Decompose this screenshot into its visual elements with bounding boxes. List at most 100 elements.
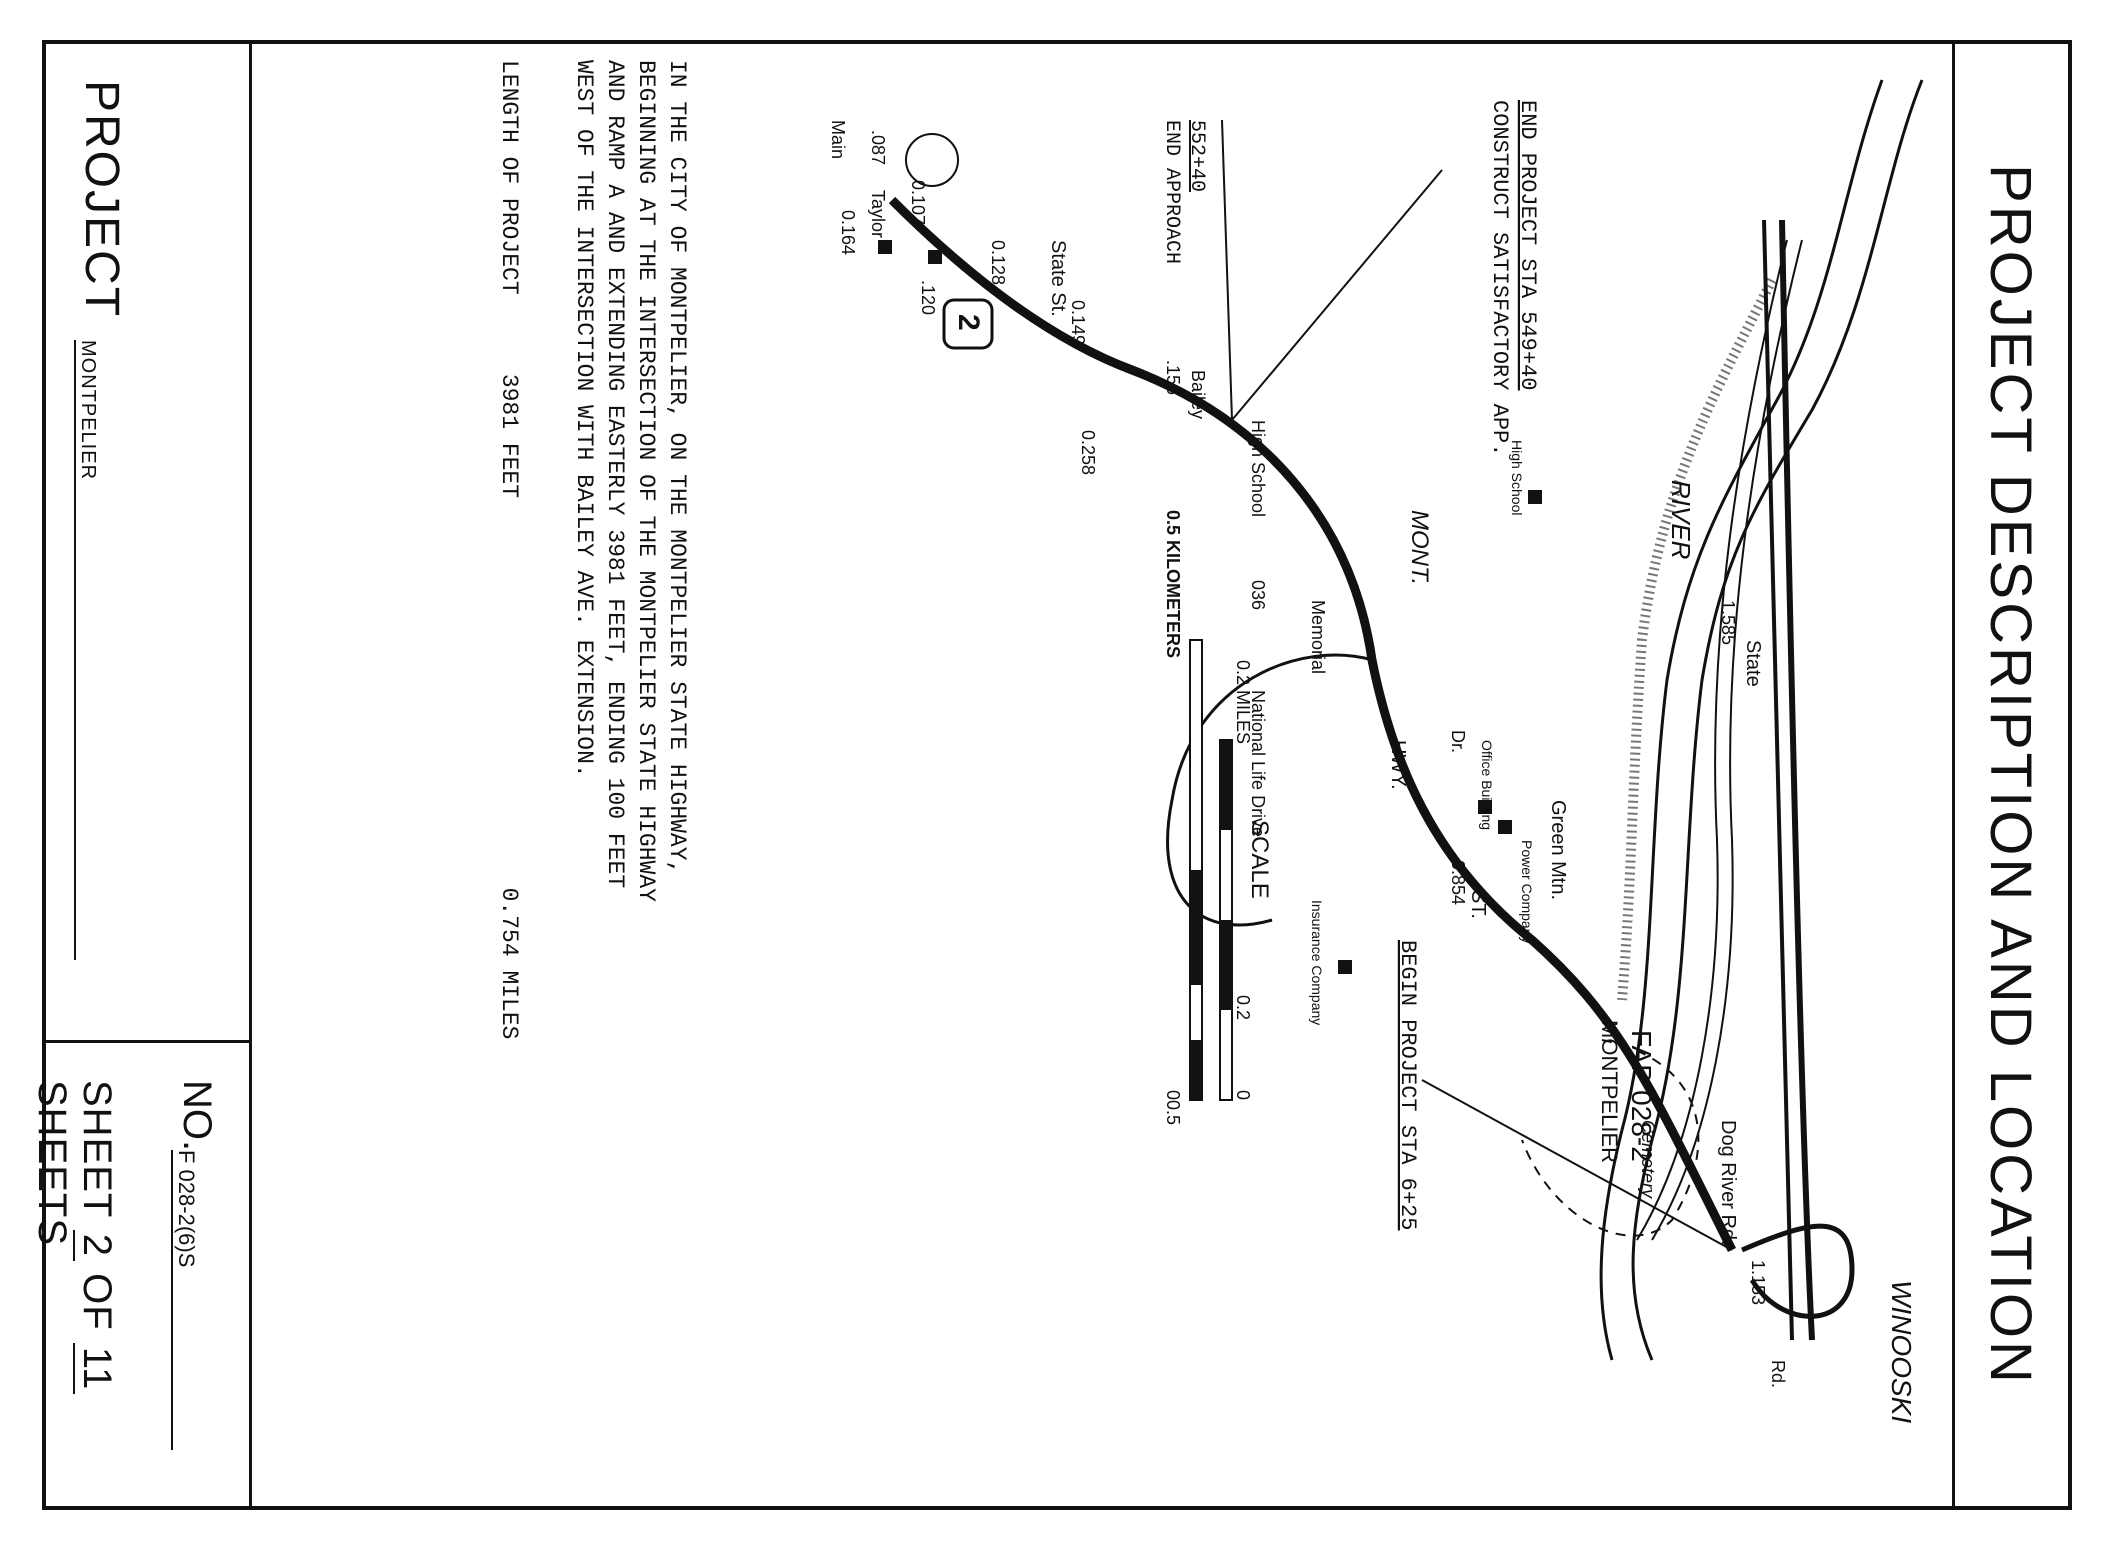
dr-label: Dr. — [1448, 730, 1468, 753]
winooski-river-bank-north — [1631, 79, 1924, 1361]
state-st-label: State St. — [1047, 240, 1069, 317]
milepost: 1.585 — [1718, 600, 1738, 645]
power-company-label: Power Company — [1519, 840, 1535, 944]
milepost: 0.149 — [1068, 300, 1088, 345]
title-block-divider — [43, 1040, 249, 1043]
national-life-drive — [1166, 653, 1373, 927]
length-label: LENGTH OF PROJECT — [496, 60, 522, 295]
north-arrow-circle — [905, 133, 959, 187]
st-label: ST. — [1467, 890, 1489, 919]
milepost: 0.258 — [1078, 430, 1098, 475]
end-approach-station: 552+40 — [1185, 120, 1208, 192]
begin-project-label: BEGIN PROJECT STA 6+25 — [1395, 940, 1420, 1230]
end-approach-label: END APPROACH — [1160, 120, 1183, 264]
river-label: RIVER — [1666, 480, 1696, 559]
project-length: LENGTH OF PROJECT 3981 FEET 0.754 MILES — [496, 60, 522, 1460]
sheet-count: SHEET 2 OF 11 SHEETS — [29, 1080, 119, 1510]
sheet-suffix: SHEETS — [30, 1080, 74, 1247]
high-school-marker — [1528, 490, 1542, 504]
end-leader-line — [1231, 169, 1443, 421]
mont-label: MONT. — [1406, 510, 1433, 585]
cemetery-boundary — [1521, 1039, 1700, 1237]
office-building-label: Office Building — [1479, 740, 1495, 830]
project-name: MONTPELIER — [74, 340, 99, 960]
main-label: Main — [828, 120, 848, 159]
project-label: PROJECT — [75, 80, 128, 319]
milepost: 036 — [1248, 580, 1268, 610]
scale-km-tick: 0 — [1163, 1090, 1183, 1100]
title-band: PROJECT DESCRIPTION AND LOCATION — [1952, 40, 2072, 1510]
winooski-label: WINOOSKI — [1886, 1280, 1917, 1423]
national-life-label: National Life Drive — [1248, 690, 1268, 837]
winooski-river-bank-south — [1599, 79, 1884, 1361]
sheet-prefix: SHEET — [75, 1080, 119, 1218]
power-company-marker — [1498, 820, 1512, 834]
end-approach-leader — [1221, 119, 1233, 421]
milepost: 0.164 — [838, 210, 858, 255]
river-stipple — [1617, 277, 1777, 1001]
scale-km-segment — [1190, 870, 1202, 985]
scale-miles-tick: 0.2 MILES — [1233, 660, 1253, 744]
interchange-ramp — [1741, 1223, 1855, 1319]
milepost: 0.107 — [908, 180, 928, 225]
milepost: 1.153 — [1748, 1260, 1768, 1305]
location-map: 2 BEGIN PROJECT STA 6+25 END PROJECT STA… — [828, 79, 1924, 1423]
scale-title: SCALE — [1246, 820, 1273, 899]
project-number-label: NO. — [175, 1080, 219, 1152]
scale-km-segment — [1190, 1040, 1202, 1100]
description-line: BEGINNING AT THE INTERSECTION OF THE MON… — [633, 60, 659, 902]
state-label-top: State — [1742, 640, 1764, 687]
insurance-label: Insurance Company — [1309, 900, 1325, 1025]
high-school-label-2: High School — [1248, 420, 1268, 517]
milepost: .120 — [918, 280, 938, 315]
end-project-label: END PROJECT STA 549+40 — [1515, 100, 1540, 390]
sheet-total: 11 — [73, 1342, 119, 1395]
milepost: .156 — [1163, 360, 1183, 395]
title-block: PROJECT MONTPELIER NO. F 028-2(6)S SHEET… — [30, 40, 252, 1510]
project-description: IN THE CITY OF MONTPELIER, ON THE MONTPE… — [568, 60, 692, 1460]
description-line: AND RAMP A AND EXTENDING EASTERLY 3981 F… — [602, 60, 628, 889]
insurance-company-marker — [1338, 960, 1352, 974]
scale-miles-segment — [1220, 920, 1232, 1010]
begin-leader-line — [1421, 1079, 1733, 1251]
route-shield — [942, 298, 994, 350]
sheet-number: 2 — [73, 1229, 119, 1262]
state-st-building-marker — [928, 250, 942, 264]
length-miles: 0.754 MILES — [496, 887, 522, 1040]
scale-miles-segment — [1220, 740, 1232, 830]
route-sub-label: MONTPELIER — [1597, 1020, 1622, 1163]
dog-river-road-label: Dog River Rd. — [1717, 1120, 1739, 1246]
memorial-label: Memorial — [1308, 600, 1328, 674]
rd-label: Rd. — [1768, 1360, 1788, 1388]
project-number: F 028-2(6)S — [171, 1150, 199, 1450]
scale-bar: SCALE 0 0.2 0.2 MILES 0 0.5 0.5 KILOMETE… — [1163, 510, 1273, 1125]
high-school-label: High School — [1509, 440, 1525, 516]
description-line: IN THE CITY OF MONTPELIER, ON THE MONTPE… — [664, 60, 690, 875]
milepost: 0.128 — [988, 240, 1008, 285]
green-mtn-label: Green Mtn. — [1547, 800, 1569, 900]
scale-miles-tick: 0.2 — [1233, 995, 1253, 1020]
hwy-label: HWY. — [1387, 740, 1409, 790]
state-street — [1651, 239, 1803, 1241]
taylor-label: Taylor — [868, 190, 888, 238]
sheet-title: PROJECT DESCRIPTION AND LOCATION — [1978, 164, 2043, 1386]
scale-miles-tick: 0 — [1233, 1090, 1253, 1100]
route-shield-number: 2 — [952, 314, 985, 331]
length-feet: 3981 FEET — [496, 373, 522, 499]
milepost: 0.854 — [1448, 860, 1468, 905]
state-street-edge — [1636, 239, 1788, 1241]
milepost: .087 — [868, 130, 888, 165]
taylor-building-marker — [878, 240, 892, 254]
interstate-road — [1779, 219, 1815, 1341]
sheet-of: OF — [75, 1273, 119, 1331]
scale-km-tick: 0.5 — [1163, 1100, 1183, 1125]
office-building-marker — [1478, 800, 1492, 814]
bailey-label: Bailey — [1188, 370, 1208, 419]
description-line: WEST OF THE INTERSECTION WITH BAILEY AVE… — [571, 60, 597, 778]
route-label: FAP 028-2 — [1626, 1030, 1657, 1162]
cemetery-label: Cemetery — [1638, 1120, 1658, 1199]
end-project-note: CONSTRUCT SATISFACTORY APP. — [1487, 100, 1512, 456]
scale-km-tick: 0.5 KILOMETERS — [1163, 510, 1183, 658]
